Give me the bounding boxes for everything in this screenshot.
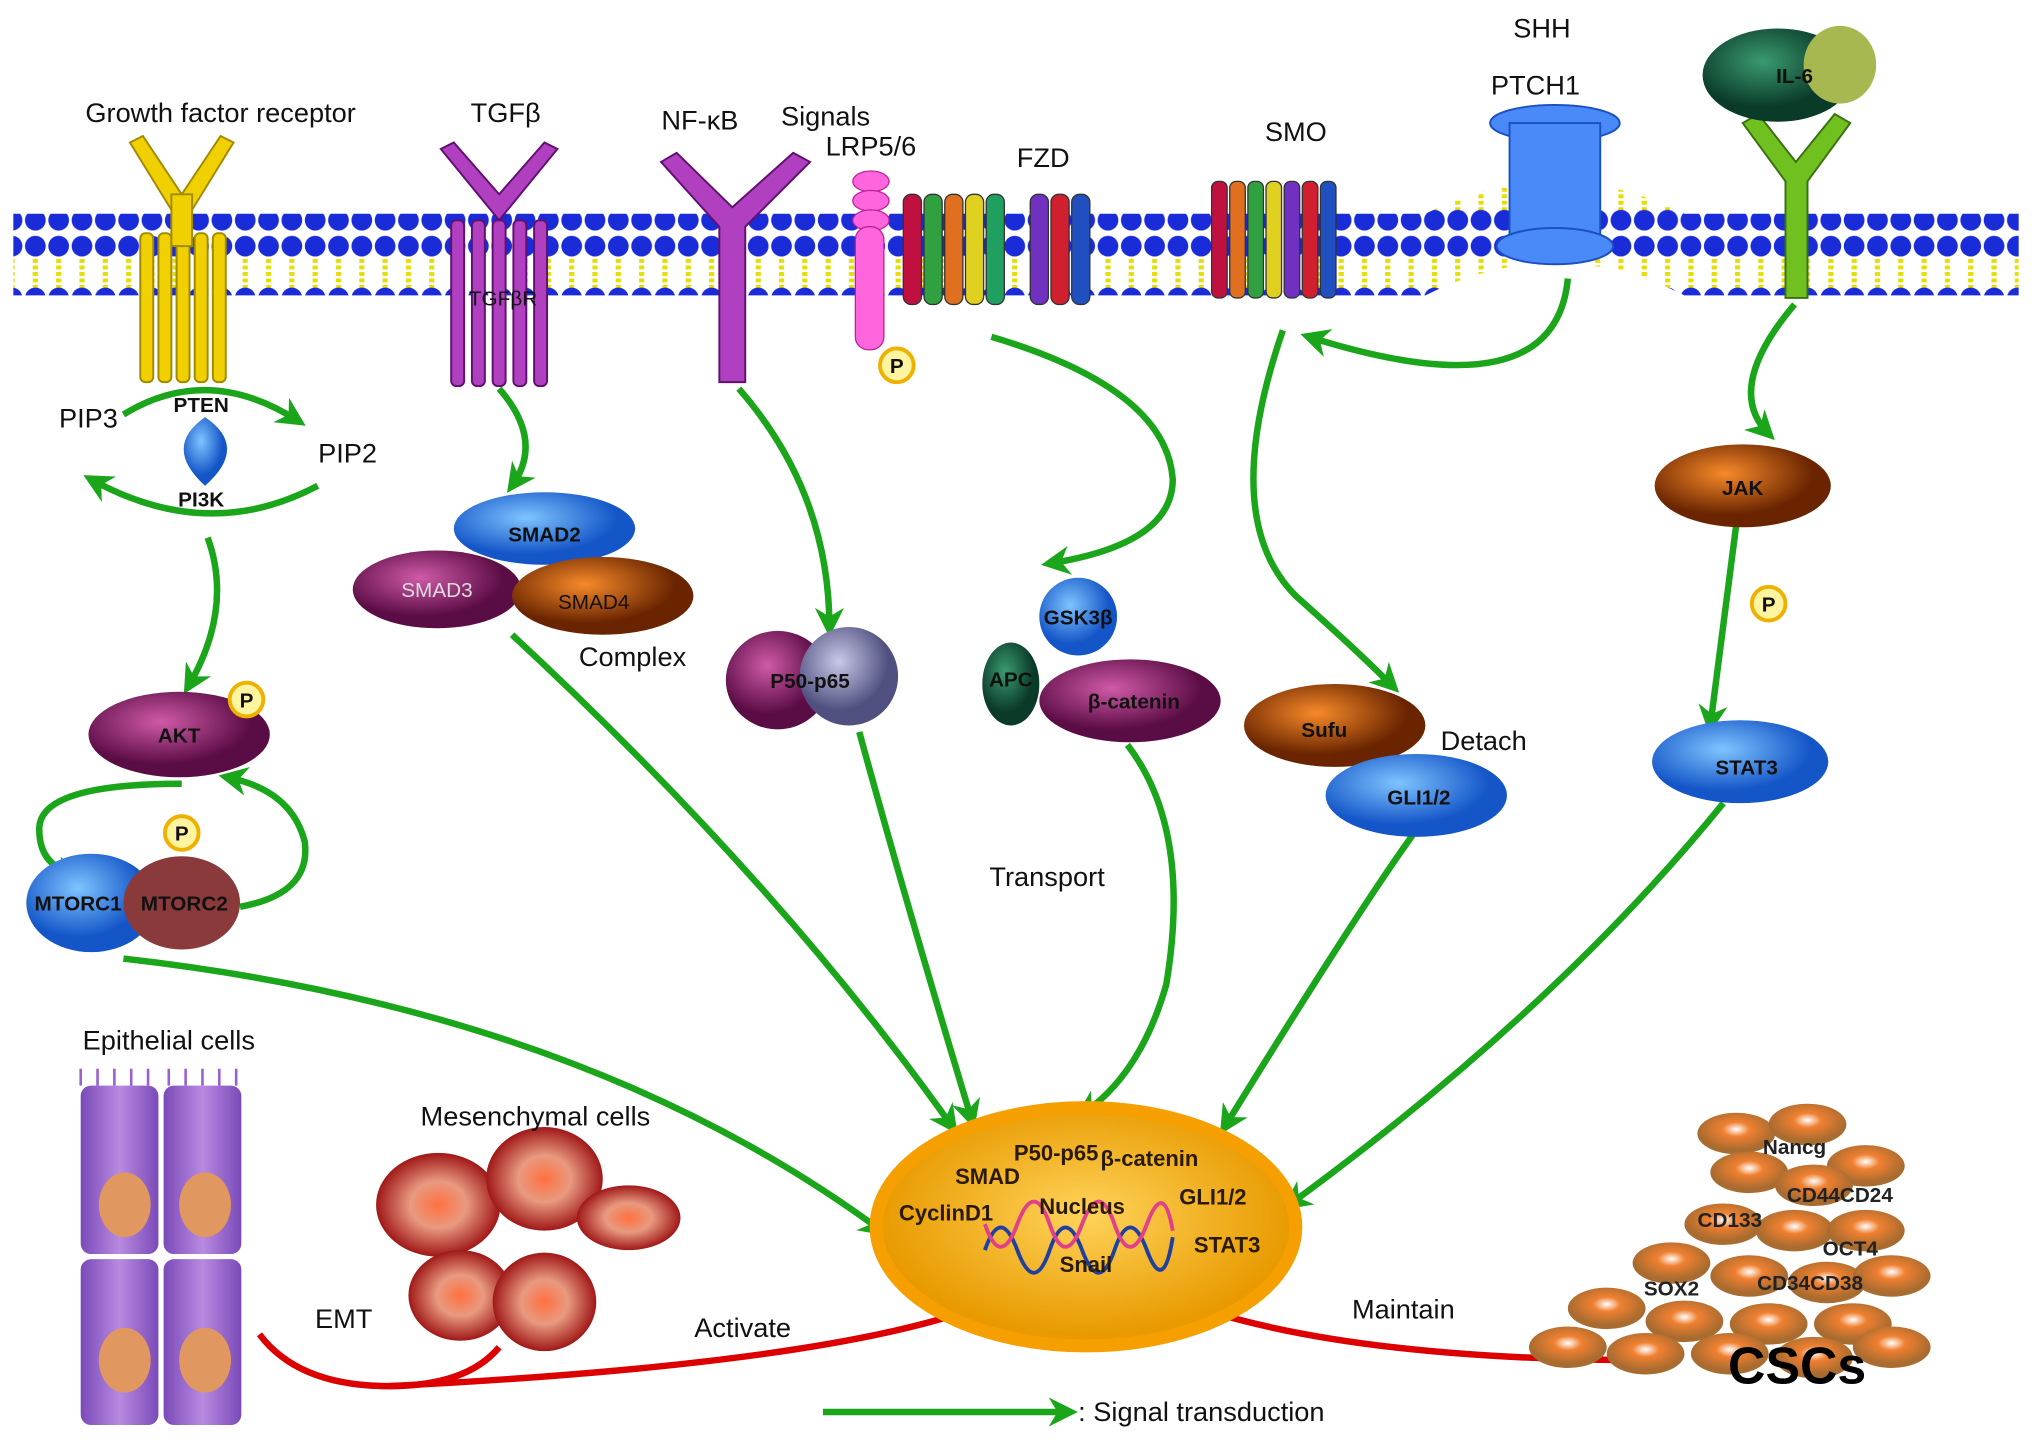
nucleus-item-cyclind1: CyclinD1 bbox=[899, 1200, 993, 1225]
activate-label: Activate bbox=[694, 1312, 791, 1343]
csc-marker-cd133: CD133 bbox=[1698, 1209, 1763, 1232]
smo-label: SMO bbox=[1265, 116, 1327, 147]
bcatenin-label: β-catenin bbox=[1088, 691, 1180, 714]
tgfbr-label: TGFβR bbox=[469, 288, 537, 311]
smo-receptor bbox=[1210, 180, 1337, 299]
epithelial-cells bbox=[79, 1068, 242, 1425]
jak-protein bbox=[1654, 444, 1831, 528]
signals-label: Signals bbox=[781, 101, 870, 132]
jak-label: JAK bbox=[1722, 477, 1763, 500]
mtorc1-label: MTORC1 bbox=[35, 893, 122, 916]
stat3-protein bbox=[1652, 720, 1829, 804]
detach-label: Detach bbox=[1441, 725, 1527, 756]
nucleus-item-bcatenin: β-catenin bbox=[1101, 1146, 1199, 1171]
bcatenin-protein bbox=[1039, 659, 1221, 743]
phospho-label: P bbox=[175, 823, 189, 846]
pten-pi3k bbox=[183, 417, 228, 486]
apc-label: APC bbox=[989, 669, 1033, 692]
gli-protein bbox=[1325, 753, 1507, 837]
stat3-label: STAT3 bbox=[1715, 757, 1778, 780]
smad4-protein bbox=[512, 557, 694, 635]
nfkb-receptor bbox=[659, 151, 812, 384]
fzd-receptor bbox=[902, 193, 1091, 306]
phospho-label: P bbox=[1762, 593, 1776, 616]
p50-protein bbox=[725, 630, 830, 730]
mtorc1-protein bbox=[26, 853, 156, 953]
nucleus-item-smad: SMAD bbox=[955, 1164, 1020, 1189]
nucleus-item-p50p65: P50-p65 bbox=[1014, 1141, 1098, 1166]
smad4-label: SMAD4 bbox=[558, 591, 629, 614]
akt-label: AKT bbox=[158, 724, 201, 747]
phosphate-badges: P P P P bbox=[162, 346, 1788, 852]
smad2-label: SMAD2 bbox=[508, 523, 581, 546]
akt-protein bbox=[88, 691, 270, 778]
growth-factor-receptor-label: Growth factor receptor bbox=[85, 97, 355, 128]
nfkb-label: NF-κB bbox=[661, 105, 738, 136]
sufu-protein bbox=[1243, 683, 1426, 767]
cscs-label: CSCs bbox=[1728, 1337, 1866, 1395]
mesenchymal-cells-label: Mesenchymal cells bbox=[421, 1101, 651, 1132]
sufu-label: Sufu bbox=[1301, 719, 1347, 742]
pten-label: PTEN bbox=[174, 394, 229, 417]
il6-label: IL-6 bbox=[1776, 65, 1813, 88]
transport-label: Transport bbox=[989, 861, 1105, 892]
ptch1-channel bbox=[1489, 103, 1621, 266]
lrp-receptor bbox=[852, 170, 890, 351]
smad3-label: SMAD3 bbox=[401, 579, 472, 602]
phospho-label: P bbox=[240, 689, 254, 712]
mesenchymal-cells bbox=[376, 1127, 681, 1352]
tgfb-label: TGFβ bbox=[471, 97, 541, 128]
gsk3b-protein bbox=[1039, 577, 1118, 656]
nucleus-title: Nucleus bbox=[1039, 1194, 1125, 1219]
csc-marker-nancg: Nancg bbox=[1763, 1136, 1826, 1159]
complex-label: Complex bbox=[579, 641, 687, 672]
gsk3b-label: GSK3β bbox=[1044, 606, 1113, 629]
mtorc2-protein bbox=[123, 856, 241, 950]
csc-cluster bbox=[1528, 1103, 1931, 1379]
il6-ligand-partner bbox=[1803, 25, 1877, 104]
nucleus-item-stat3: STAT3 bbox=[1194, 1233, 1260, 1258]
csc-marker-sox2: SOX2 bbox=[1644, 1277, 1699, 1300]
shh-label: SHH bbox=[1513, 13, 1570, 44]
pip3-label: PIP3 bbox=[59, 402, 118, 433]
lrp-label: LRP5/6 bbox=[826, 130, 917, 161]
nucleus bbox=[869, 1101, 1303, 1353]
gli-label: GLI1/2 bbox=[1387, 786, 1450, 809]
nucleus-item-gli: GLI1/2 bbox=[1179, 1185, 1246, 1210]
csc-marker-cd34cd38: CD34CD38 bbox=[1757, 1272, 1863, 1295]
p50p65-label: P50-p65 bbox=[770, 670, 849, 693]
pip2-label: PIP2 bbox=[318, 437, 377, 468]
nucleus-item-snail: Snail bbox=[1060, 1252, 1113, 1277]
ptch1-label: PTCH1 bbox=[1491, 70, 1580, 101]
epithelial-cells-label: Epithelial cells bbox=[83, 1024, 255, 1055]
p65-protein bbox=[799, 626, 899, 726]
csc-marker-cd44cd24: CD44CD24 bbox=[1787, 1184, 1893, 1207]
legend-label: : Signal transduction bbox=[1078, 1396, 1324, 1427]
cell-membrane bbox=[13, 181, 2019, 296]
mtorc2-label: MTORC2 bbox=[141, 893, 228, 916]
maintain-label: Maintain bbox=[1352, 1294, 1455, 1325]
apc-protein bbox=[982, 642, 1040, 726]
csc-marker-oct4: OCT4 bbox=[1823, 1237, 1879, 1260]
smad3-protein bbox=[352, 550, 522, 629]
smad2-protein bbox=[453, 492, 636, 565]
tgfb-receptor bbox=[439, 141, 559, 388]
fzd-label: FZD bbox=[1017, 142, 1070, 173]
pi3k-label: PI3K bbox=[178, 489, 224, 512]
emt-label: EMT bbox=[315, 1303, 372, 1334]
growth-factor-receptor bbox=[128, 134, 235, 384]
dna-helix-icon bbox=[983, 1199, 1175, 1275]
phospho-label: P bbox=[890, 355, 904, 378]
il6-receptor bbox=[1741, 112, 1852, 299]
